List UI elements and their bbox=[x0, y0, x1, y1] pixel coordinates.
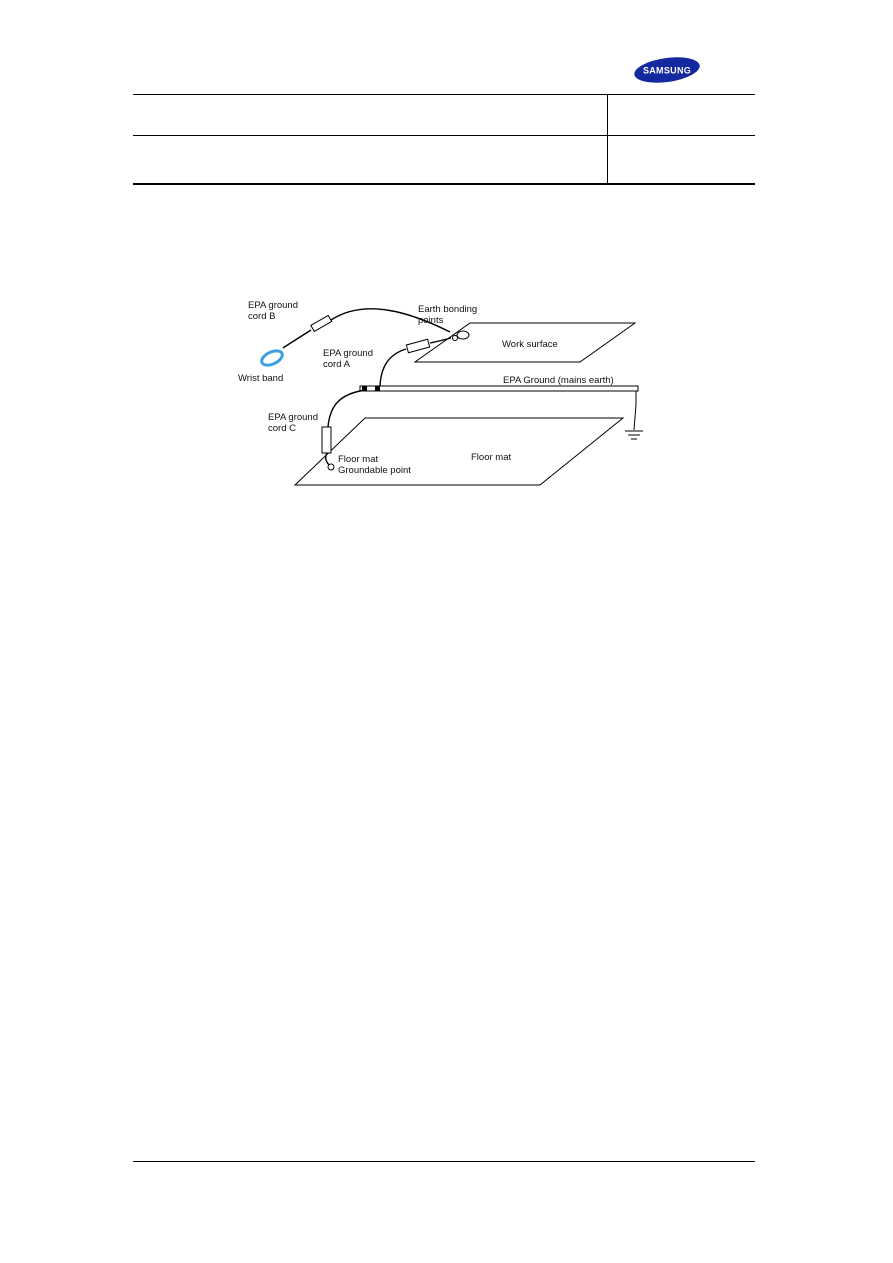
wrist-band-icon bbox=[260, 349, 284, 367]
label-work-surface: Work surface bbox=[502, 339, 558, 350]
cord-b-resistor bbox=[310, 314, 333, 333]
ground-bar-terminal bbox=[362, 386, 367, 391]
label-earth-bonding-1: Earth bonding bbox=[418, 304, 477, 315]
floor-mat-plate bbox=[293, 417, 625, 486]
label-cord-a-2: cord A bbox=[323, 359, 351, 370]
label-epa-ground: EPA Ground (mains earth) bbox=[503, 375, 614, 386]
header-rule-middle bbox=[133, 135, 755, 136]
label-wrist-band: Wrist band bbox=[238, 373, 283, 384]
header-rule-bottom bbox=[133, 183, 755, 185]
cord-a-resistor bbox=[405, 338, 431, 354]
label-floor-mat-point-1: Floor mat bbox=[338, 454, 378, 465]
label-cord-c-1: EPA ground bbox=[268, 412, 318, 423]
header-table bbox=[133, 94, 755, 185]
header-rule-top bbox=[133, 94, 755, 95]
earth-ground-icon bbox=[625, 430, 643, 440]
ground-bar-terminal bbox=[375, 386, 380, 391]
footer-rule bbox=[133, 1161, 755, 1162]
cord-c-wire bbox=[324, 389, 366, 466]
epa-ground-bar bbox=[359, 385, 639, 392]
label-cord-c-2: cord C bbox=[268, 423, 296, 434]
earth-wire bbox=[633, 391, 637, 431]
logo-text: SAMSUNG bbox=[643, 66, 691, 76]
cord-b-wire bbox=[282, 308, 451, 349]
esd-grounding-diagram: EPA ground cord B Earth bonding points E… bbox=[238, 300, 643, 486]
label-earth-bonding-2: points bbox=[418, 315, 444, 326]
samsung-logo: SAMSUNG bbox=[634, 57, 700, 83]
cord-c-resistor bbox=[321, 426, 332, 454]
floor-mat-groundable-point bbox=[327, 463, 335, 471]
label-floor-mat: Floor mat bbox=[471, 452, 511, 463]
earth-bonding-points bbox=[452, 330, 470, 341]
label-floor-mat-point-2: Groundable point bbox=[338, 465, 411, 476]
header-divider bbox=[607, 94, 608, 185]
label-cord-b-2: cord B bbox=[248, 311, 275, 322]
cord-a-wire bbox=[379, 337, 452, 387]
label-cord-a-1: EPA ground bbox=[323, 348, 373, 359]
label-cord-b-1: EPA ground bbox=[248, 300, 298, 311]
work-surface-plate bbox=[413, 322, 637, 363]
